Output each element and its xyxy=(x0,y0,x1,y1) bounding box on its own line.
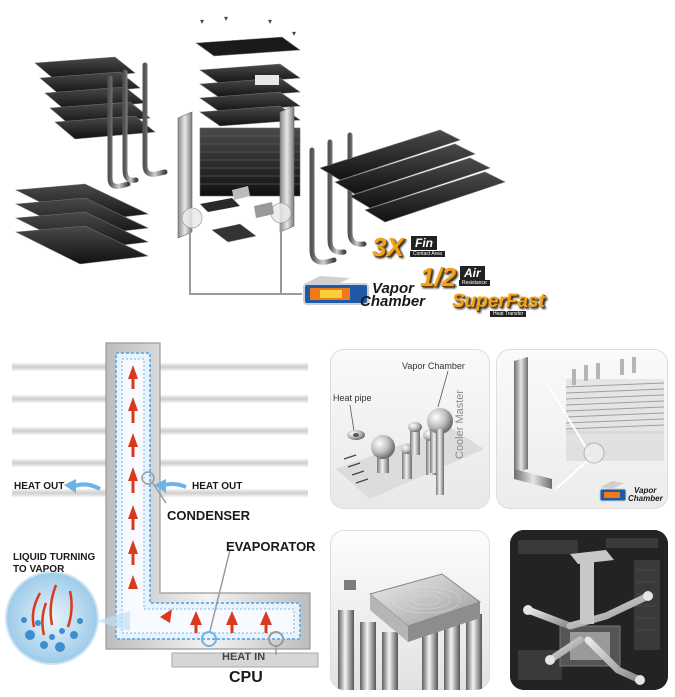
evaporator-leader xyxy=(209,549,231,632)
vapor-arrows xyxy=(128,365,272,625)
photo-panel-motherboard xyxy=(510,530,668,690)
condenser-leader xyxy=(151,481,167,504)
badge-fin-mult: 3X xyxy=(372,232,404,262)
svg-text:▾: ▾ xyxy=(268,17,272,26)
svg-text:▾: ▾ xyxy=(200,17,204,26)
parts-illustration xyxy=(336,370,484,499)
vapor-chamber-badge-icon xyxy=(303,276,369,305)
vapor-arrow-stems xyxy=(131,379,268,633)
evaporator-marker-1 xyxy=(201,631,217,647)
badge-air-mult: 1/2 xyxy=(420,262,457,292)
fins xyxy=(12,363,308,497)
motherboard-illustration xyxy=(510,530,668,690)
vapor-chamber-diagram xyxy=(5,342,319,668)
badge-vapor-line2: Chamber xyxy=(360,293,426,310)
callout-bracket xyxy=(189,224,302,295)
cooler-illustration xyxy=(514,357,665,502)
evaporator-marker-2 xyxy=(268,631,284,647)
vapor-chamber-callout: Vapor Chamber xyxy=(402,361,465,371)
badge-air-word: Air xyxy=(460,266,485,280)
condenser-marker xyxy=(141,471,155,485)
heat-in-label: HEAT IN xyxy=(222,651,266,663)
cooler-logo-line2: Chamber xyxy=(628,494,663,503)
fin-stack-left-bottom xyxy=(14,183,150,265)
fin-stack-left-top xyxy=(34,56,156,140)
liquid-vapor-bubble xyxy=(5,571,130,665)
heat-out-right-label: HEAT OUT xyxy=(192,481,243,492)
fin-stack-right xyxy=(319,129,506,223)
cpu-label: CPU xyxy=(229,669,263,686)
heat-out-left-label: HEAT OUT xyxy=(14,481,65,492)
heat-out-arrow-right xyxy=(154,479,187,493)
photo-panel-parts: Vapor Chamber Heat pipe Cooler Master xyxy=(330,349,490,509)
vapor-chamber-plates xyxy=(177,105,295,239)
badge-superfast: SuperFast xyxy=(452,291,545,312)
condenser-label: CONDENSER xyxy=(167,508,251,523)
base-closeup xyxy=(338,573,482,690)
badge-air-sub: Resistance xyxy=(459,280,490,286)
exploded-view: ▾ ▾ ▾ ▾ xyxy=(14,14,506,305)
svg-text:▾: ▾ xyxy=(292,29,296,38)
liquid-label-line1: LIQUID TURNING xyxy=(13,552,96,563)
base-parts xyxy=(200,186,274,243)
liquid-label-line2: TO VAPOR xyxy=(13,564,65,575)
badge-vapor-line1: Vapor xyxy=(372,280,414,297)
badge-superfast-sub: Heat Transfer xyxy=(490,311,527,317)
heat-out-arrow-left xyxy=(64,479,101,493)
cooler-logo-line1: Vapor xyxy=(634,486,657,495)
heat-pipe-callout: Heat pipe xyxy=(333,393,372,403)
evaporator-label: EVAPORATOR xyxy=(226,539,316,554)
svg-text:▾: ▾ xyxy=(224,14,228,23)
brand-watermark: Cooler Master xyxy=(454,389,466,459)
badge-fin-sub: Contact Area xyxy=(410,251,445,257)
top-plate: ▾ ▾ ▾ ▾ xyxy=(195,14,301,57)
photo-panel-base xyxy=(330,530,490,690)
photo-panel-cooler: Vapor Chamber xyxy=(496,349,668,509)
badge-fin-word: Fin xyxy=(411,236,437,250)
cpu-block xyxy=(171,652,319,668)
